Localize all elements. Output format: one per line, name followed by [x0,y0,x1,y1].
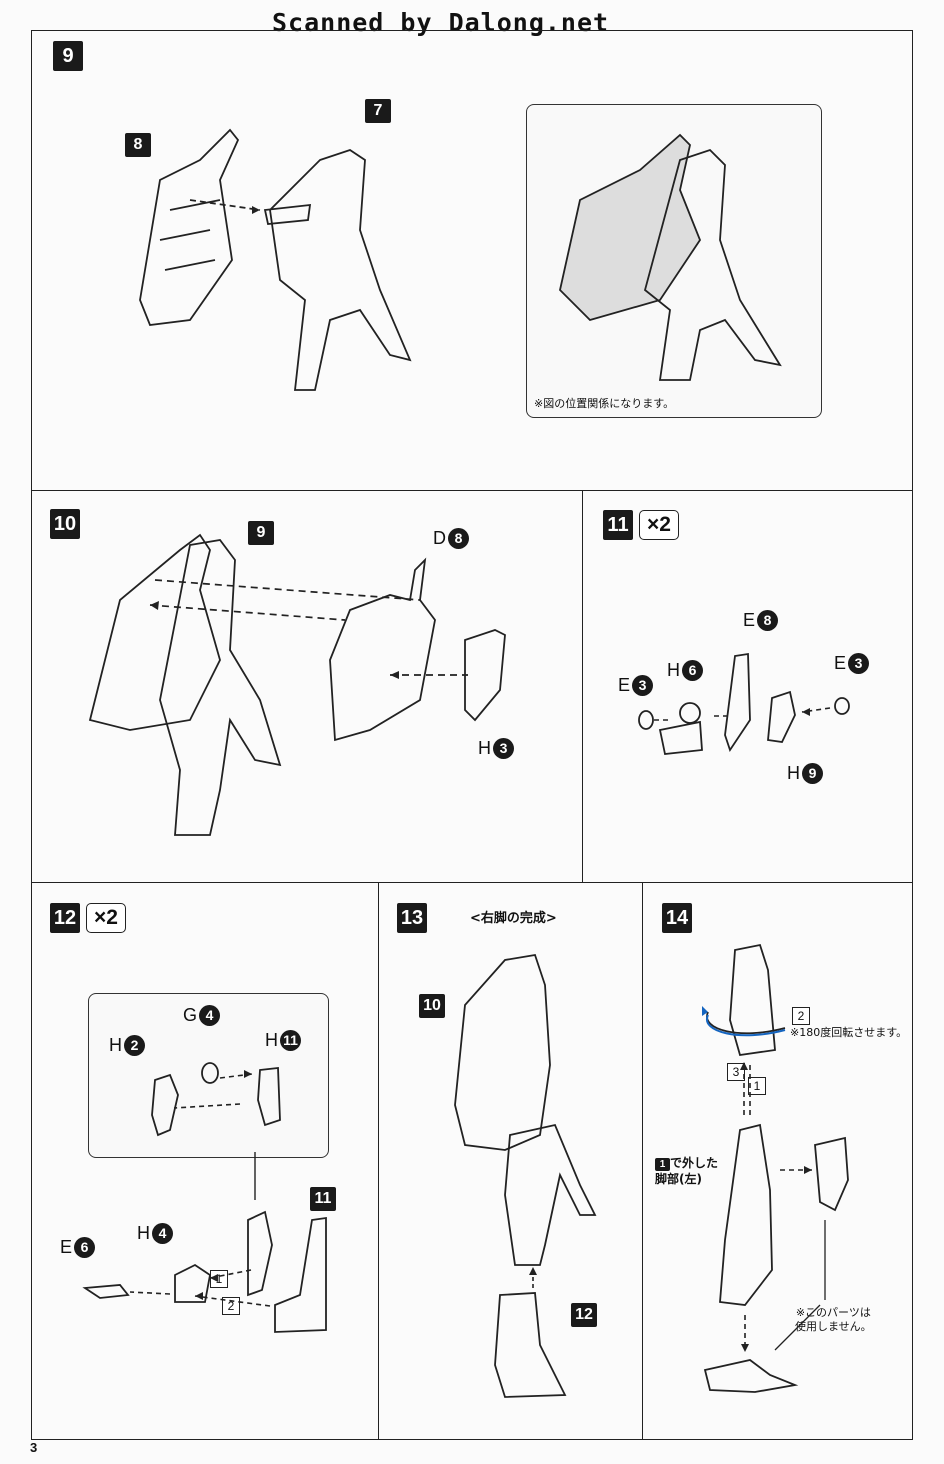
step-11-assembly-illustration [638,652,850,755]
scan-watermark: Scanned by Dalong.net [272,8,610,37]
part-label-h6: H 6 [667,660,703,681]
step-14-assembly-illustration [702,943,849,1393]
part-letter: E [618,675,631,695]
unused-note-line2: 使用しません。 [795,1320,872,1333]
step-10-assembly-illustration [88,533,506,836]
part-number: 9 [802,763,823,784]
order-marker-1: 1 [210,1270,228,1288]
part-letter: H [787,763,800,783]
rotate-order-marker: 2 [792,1007,810,1025]
rotate-180-note: ※180度回転させます。 [790,1026,908,1039]
part-letter: E [834,653,847,673]
part-number: 2 [124,1035,145,1056]
part-letter: H [478,738,491,758]
part-letter: H [265,1030,278,1050]
step-12-number: 12 [50,903,80,933]
part-number: 3 [848,653,870,674]
unused-note-line1: ※このパーツは [795,1306,871,1319]
part-number: 3 [493,738,514,759]
part-label-d8: D 8 [433,528,469,549]
left-leg-note-line1: で外した [670,1156,719,1170]
unused-part-note: ※このパーツは 使用しません。 [795,1306,872,1334]
part-number: 6 [682,660,703,681]
step-9-result-illustration [559,133,782,381]
part-letter: H [109,1035,122,1055]
part-number: 8 [757,610,779,631]
step-9-number: 9 [53,41,83,71]
part-callout-12: 12 [571,1303,597,1327]
part-letter: E [60,1237,73,1257]
step-13-assembly-illustration [454,953,597,1398]
part-callout-10: 10 [419,994,445,1018]
part-letter: D [433,528,446,548]
part-label-h4: H 4 [137,1223,173,1244]
step-11-multiplier: ×2 [639,510,679,540]
part-letter: H [667,660,680,680]
step-9-assembly-illustration [139,128,412,391]
step-13-heading: <右脚の完成> [470,911,557,926]
part-letter: E [743,610,756,630]
part-letter: G [183,1005,198,1025]
step-13-number: 13 [397,903,427,933]
page-number: 3 [30,1440,38,1455]
part-label-g4: G 4 [183,1005,221,1026]
order-marker-2: 2 [222,1297,240,1315]
part-callout-8: 8 [125,133,151,157]
part-label-h9: H 9 [787,763,823,784]
part-callout-9: 9 [248,521,274,545]
step-14-number: 14 [662,903,692,933]
left-leg-step-ref: 1 [655,1158,670,1171]
part-number: 6 [74,1237,96,1258]
part-label-e3-right: E 3 [834,653,870,674]
part-label-e6: E 6 [60,1237,96,1258]
part-label-h3: H 3 [478,738,514,759]
part-callout-11: 11 [310,1187,336,1211]
step-10-number: 10 [50,509,80,539]
part-label-e3-left: E 3 [618,675,654,696]
part-number: 8 [448,528,469,549]
part-label-e8: E 8 [743,610,779,631]
part-number: 11 [280,1030,301,1051]
part-number: 3 [632,675,654,696]
step-14-panel [642,882,913,1440]
part-label-h11: H 11 [265,1030,301,1051]
step-9-position-note: ※図の位置関係になります。 [534,397,675,410]
part-label-h2: H 2 [109,1035,145,1056]
part-number: 4 [199,1005,221,1026]
order-marker-3: 3 [727,1063,745,1081]
left-leg-note-line2: 脚部(左) [655,1172,702,1186]
step-12-assembly-illustration [82,1062,327,1333]
part-letter: H [137,1223,150,1243]
part-number: 4 [152,1223,173,1244]
order-marker-1b: 1 [748,1077,766,1095]
step-12-multiplier: ×2 [86,903,126,933]
step-11-number: 11 [603,510,633,540]
part-callout-7: 7 [365,99,391,123]
